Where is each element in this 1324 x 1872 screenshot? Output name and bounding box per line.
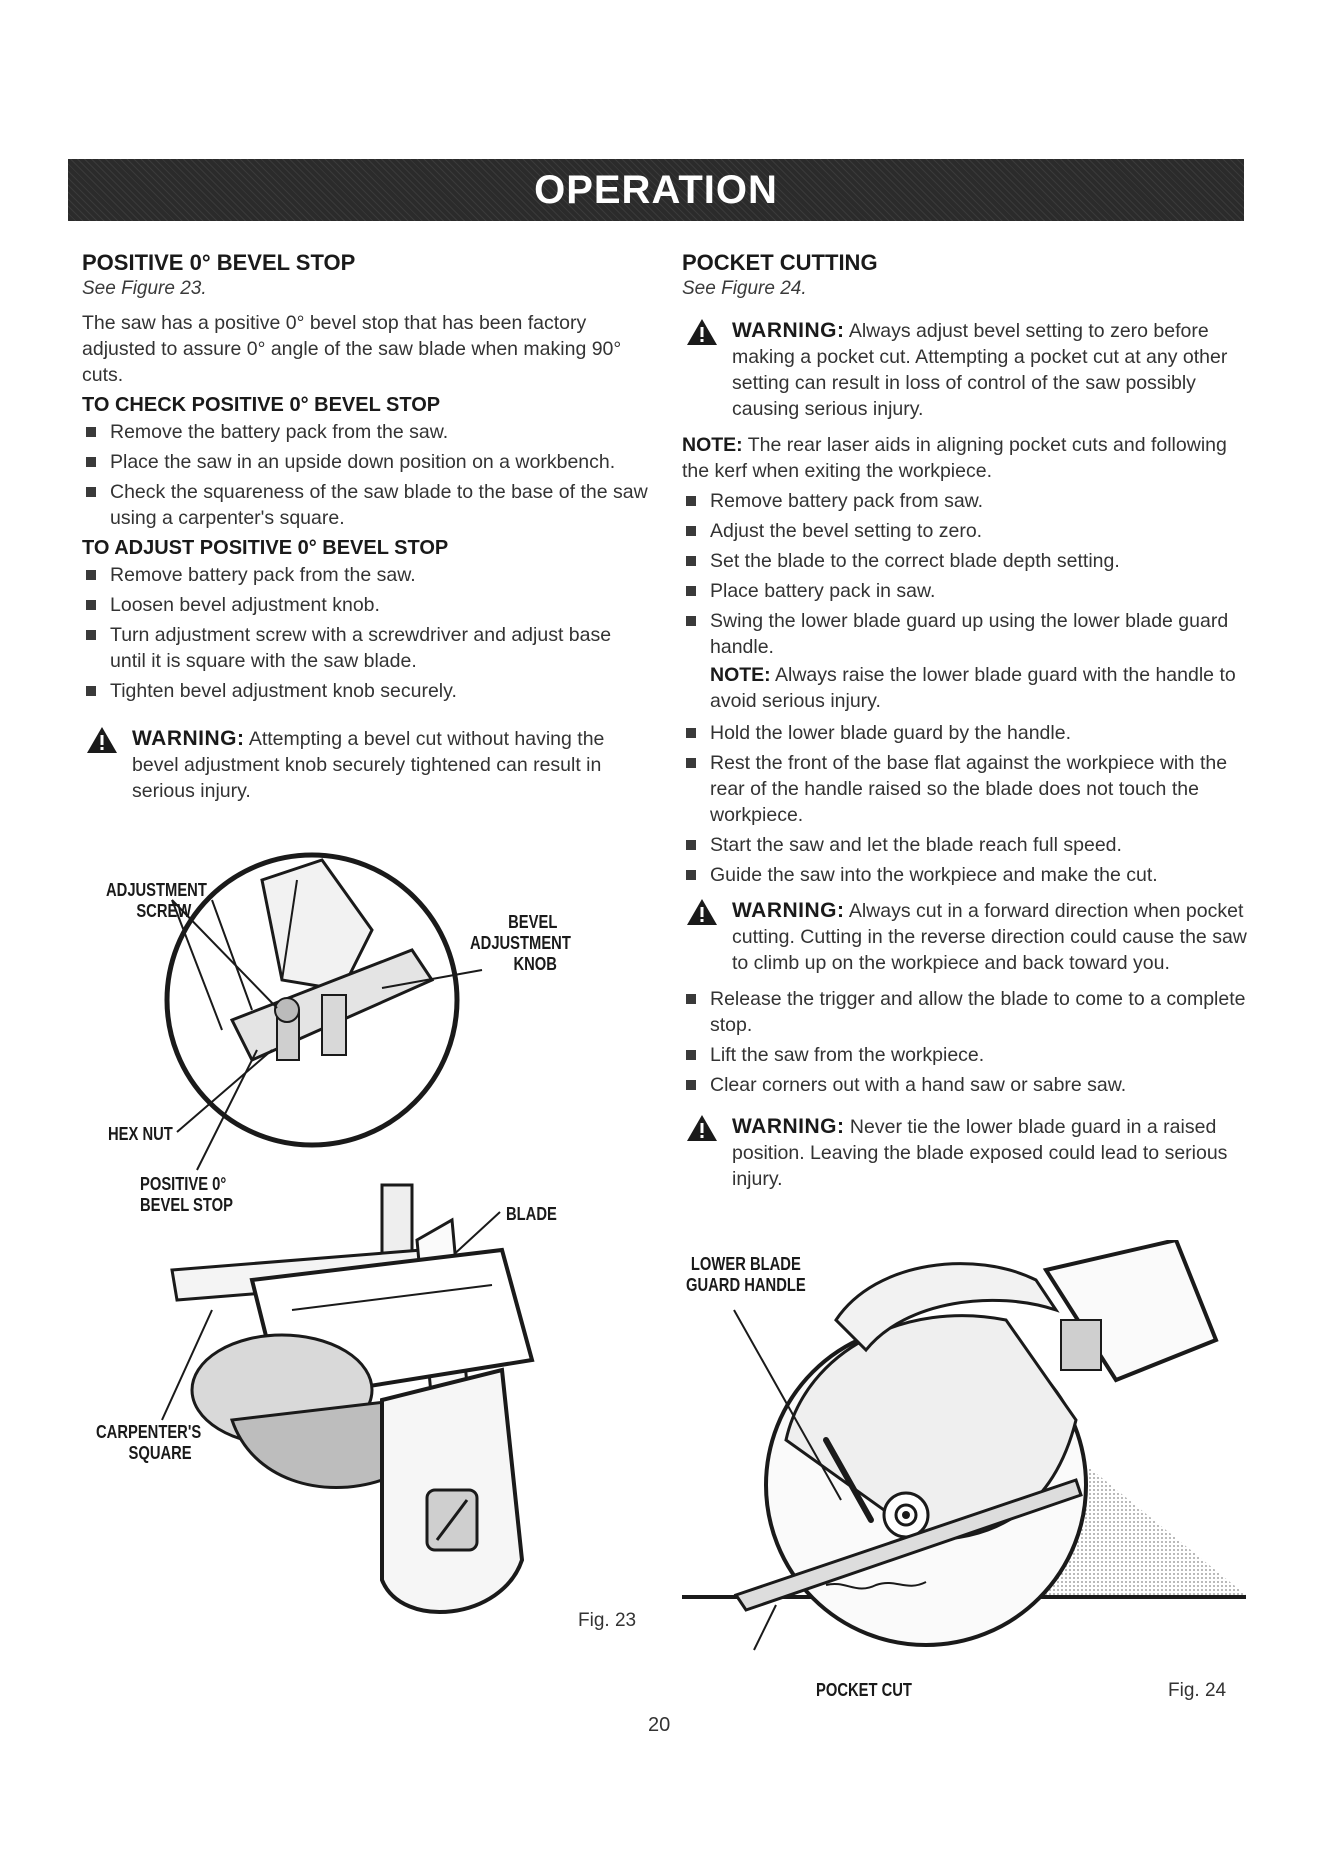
list-item: Lift the saw from the workpiece.	[682, 1042, 1248, 1068]
bullet-icon	[686, 1050, 696, 1060]
bullet-icon	[86, 427, 96, 437]
blade-callout: BLADE	[506, 1204, 557, 1224]
guard-handle-note: NOTE: Always raise the lower blade guard…	[710, 664, 1236, 712]
right-column: POCKET CUTTING See Figure 24. WARNING: A…	[682, 250, 1248, 1202]
bullet-icon	[686, 994, 696, 1004]
list-item: Place the saw in an upside down position…	[82, 449, 650, 475]
fig-24-label: Fig. 24	[1168, 1680, 1227, 1701]
bullet-icon	[686, 758, 696, 768]
bullet-icon	[686, 870, 696, 880]
list-item: Set the blade to the correct blade depth…	[682, 548, 1248, 574]
list-item: Swing the lower blade guard up using the…	[682, 608, 1248, 714]
adjust-bevel-list: Remove battery pack from the saw. Loosen…	[82, 562, 650, 704]
page-number: 20	[648, 1714, 671, 1736]
pocket-cut-illustration	[682, 1237, 1246, 1651]
bevel-adjustment-knob-callout: BEVEL ADJUSTMENT KNOB	[470, 912, 571, 974]
bevel-warning: WARNING: Attempting a bevel cut without …	[82, 726, 650, 804]
figure-23: ADJUSTMENT SCREW BEVEL ADJUSTMENT KNOB H…	[82, 840, 652, 1640]
pocket-cutting-heading: POCKET CUTTING	[682, 250, 878, 275]
see-figure-23: See Figure 23.	[82, 278, 207, 299]
bullet-icon	[686, 728, 696, 738]
check-bevel-list: Remove the battery pack from the saw. Pl…	[82, 419, 650, 531]
list-item: Adjust the bevel setting to zero.	[682, 518, 1248, 544]
bevel-stop-heading: POSITIVE 0° BEVEL STOP	[82, 250, 356, 275]
bullet-icon	[686, 616, 696, 626]
rear-laser-note: NOTE: The rear laser aids in aligning po…	[682, 434, 1227, 482]
bullet-icon	[86, 457, 96, 467]
bullet-icon	[686, 526, 696, 536]
list-item: Hold the lower blade guard by the handle…	[682, 720, 1248, 746]
bullet-icon	[86, 600, 96, 610]
bullet-icon	[686, 586, 696, 596]
adjustment-screw-callout: ADJUSTMENT SCREW	[106, 880, 207, 921]
fig-23-label: Fig. 23	[578, 1610, 637, 1631]
bullet-icon	[686, 556, 696, 566]
pocket-steps-list-2: Release the trigger and allow the blade …	[682, 986, 1248, 1098]
list-item: Rest the front of the base flat against …	[682, 750, 1248, 828]
bullet-icon	[86, 630, 96, 640]
positive-bevel-stop-callout: POSITIVE 0° BEVEL STOP	[140, 1174, 233, 1215]
bevel-stop-illustration	[161, 852, 535, 1614]
list-item: Remove battery pack from saw.	[682, 488, 1248, 514]
bullet-icon	[86, 570, 96, 580]
left-column: POSITIVE 0° BEVEL STOP See Figure 23. Th…	[82, 250, 650, 814]
warning-icon	[687, 899, 717, 925]
carpenters-square-callout: CARPENTER'S SQUARE	[96, 1422, 202, 1463]
list-item: Guide the saw into the workpiece and mak…	[682, 862, 1248, 888]
pocket-warning-guard: WARNING: Never tie the lower blade guard…	[682, 1114, 1248, 1192]
hex-nut-callout: HEX NUT	[108, 1124, 173, 1144]
bullet-icon	[86, 686, 96, 696]
bullet-icon	[686, 1080, 696, 1090]
bevel-stop-intro: The saw has a positive 0° bevel stop tha…	[82, 312, 622, 386]
lower-blade-guard-handle-callout: LOWER BLADE GUARD HANDLE	[686, 1254, 806, 1295]
list-item: Check the squareness of the saw blade to…	[82, 479, 650, 531]
pocket-warning-direction: WARNING: Always cut in a forward directi…	[682, 898, 1248, 976]
list-item: Release the trigger and allow the blade …	[682, 986, 1248, 1038]
pocket-warning-bevel: WARNING: Always adjust bevel setting to …	[682, 318, 1248, 422]
bullet-icon	[686, 840, 696, 850]
list-item: Start the saw and let the blade reach fu…	[682, 832, 1248, 858]
adjust-bevel-heading: TO ADJUST POSITIVE 0° BEVEL STOP	[82, 537, 449, 559]
banner-title: OPERATION	[534, 167, 778, 212]
list-item: Remove battery pack from the saw.	[82, 562, 650, 588]
section-banner: OPERATION	[68, 159, 1244, 221]
pocket-cut-callout: POCKET CUT	[816, 1680, 912, 1700]
figure-24: LOWER BLADE GUARD HANDLE POCKET CUT	[676, 1237, 1252, 1700]
warning-icon	[87, 727, 117, 753]
list-item: Remove the battery pack from the saw.	[82, 419, 650, 445]
list-item: Place battery pack in saw.	[682, 578, 1248, 604]
warning-icon	[687, 319, 717, 345]
bullet-icon	[86, 487, 96, 497]
warning-icon	[687, 1115, 717, 1141]
list-item: Turn adjustment screw with a screwdriver…	[82, 622, 650, 674]
list-item: Loosen bevel adjustment knob.	[82, 592, 650, 618]
check-bevel-heading: TO CHECK POSITIVE 0° BEVEL STOP	[82, 394, 441, 416]
list-item: Tighten bevel adjustment knob securely.	[82, 678, 650, 704]
list-item: Clear corners out with a hand saw or sab…	[682, 1072, 1248, 1098]
bullet-icon	[686, 496, 696, 506]
pocket-steps-list-1: Remove battery pack from saw. Adjust the…	[682, 488, 1248, 888]
see-figure-24: See Figure 24.	[682, 278, 807, 299]
